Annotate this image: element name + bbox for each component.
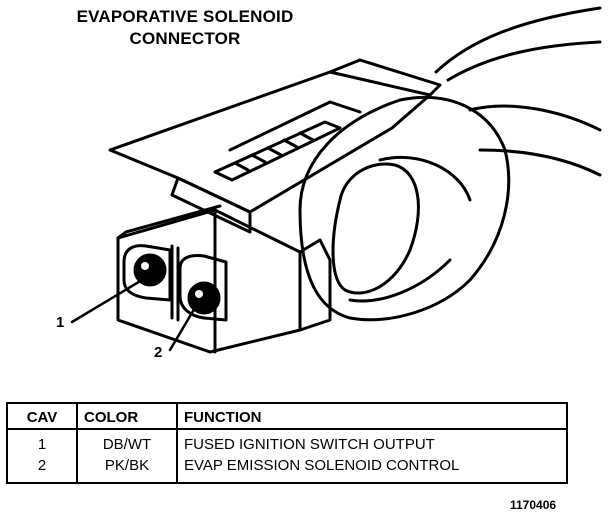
figure-id: 1170406 [510, 498, 557, 512]
header-function: FUNCTION [176, 403, 567, 430]
pin-1-callout: 1 [56, 314, 65, 331]
wire-harness [434, 6, 602, 177]
title-line-1: EVAPORATIVE SOLENOID [76, 7, 294, 26]
cell-function: EVAP EMISSION SOLENOID CONTROL [176, 455, 567, 483]
cell-cav: 2 [37, 457, 47, 474]
cell-color: PK/BK [76, 455, 177, 483]
connector-housing [298, 95, 511, 322]
pin-1-terminal [133, 253, 167, 287]
connector-front [116, 204, 332, 354]
pin-1-leader [70, 278, 144, 324]
cavity-table: CAV COLOR FUNCTION 1 DB/WT FUSED IGNITIO… [6, 402, 568, 484]
locking-latch [108, 58, 442, 234]
leader-lines [70, 278, 198, 352]
diagram-title: EVAPORATIVE SOLENOID CONNECTOR [0, 6, 370, 50]
header-cav: CAV [7, 403, 77, 430]
pin-2-callout: 2 [154, 344, 163, 361]
cell-function: FUSED IGNITION SWITCH OUTPUT [176, 429, 567, 455]
title-line-2: CONNECTOR [129, 29, 241, 48]
cell-color: DB/WT [76, 429, 177, 455]
pin-2-leader [168, 304, 198, 352]
table-header-row: CAV COLOR FUNCTION [7, 403, 567, 430]
cell-cav: 1 [37, 436, 47, 453]
header-color: COLOR [76, 403, 177, 430]
connector-illustration [70, 6, 602, 354]
table-row: 2 PK/BK EVAP EMISSION SOLENOID CONTROL [7, 455, 567, 483]
table-row: 1 DB/WT FUSED IGNITION SWITCH OUTPUT [7, 429, 567, 455]
